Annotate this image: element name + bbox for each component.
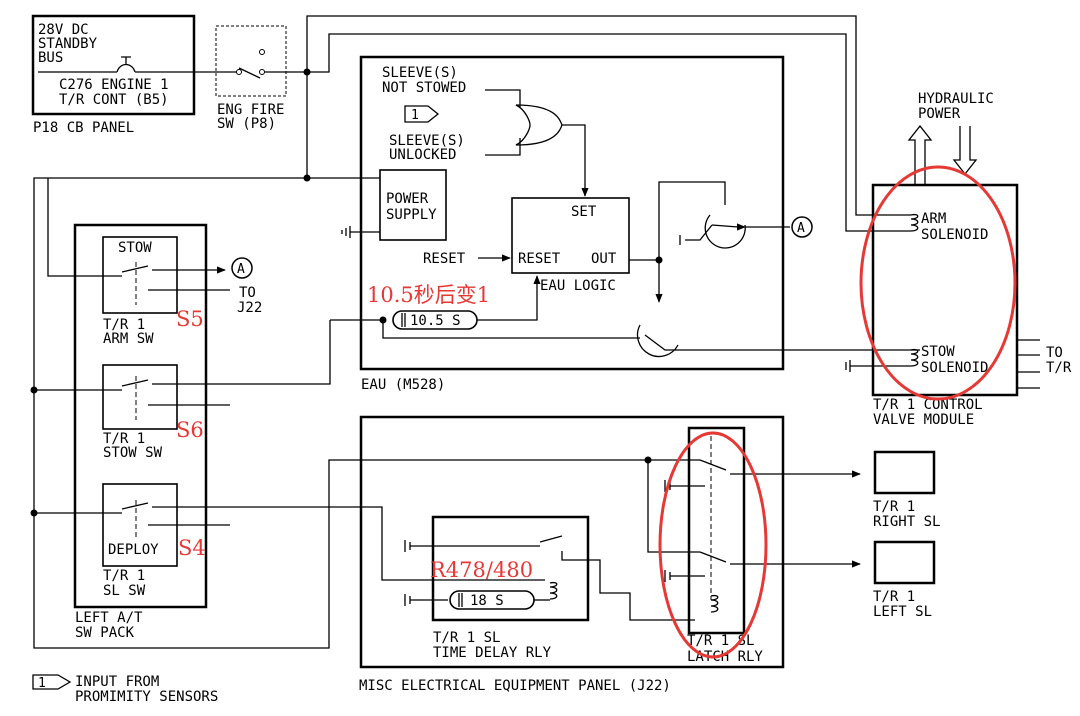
valve-module: ARM SOLENOID STOW SOLENOID T/R 1 CONTROL… (845, 183, 1072, 428)
breaker-label: C276 ENGINE 1 (59, 77, 169, 93)
connector-a-text: A (237, 262, 245, 277)
eau-box: EAU (M528) SLEEVE(S) NOT STOWED SLEEVE(S… (330, 55, 920, 393)
legend-text: PROMIMITY SENSORS (75, 689, 218, 705)
latch-coil-icon (710, 594, 719, 613)
stow-sw-label: T/R 1 (103, 431, 145, 447)
cb-panel-line: BUS (38, 50, 63, 66)
input-marker-icon: 1 (404, 105, 440, 123)
hydraulic-up-arrow-icon (907, 124, 933, 185)
tdr-timer-label: 18 S (470, 593, 504, 609)
timer-105: 10.5 S (392, 310, 478, 330)
power-supply: POWER SUPPLY (341, 169, 447, 241)
legend-marker-text: 1 (38, 676, 46, 691)
arm-solenoid-label: ARM (921, 211, 946, 227)
sw-pack-caption: SW PACK (75, 625, 135, 641)
deploy-label: DEPLOY (108, 542, 159, 558)
connector-a-text: A (797, 221, 805, 236)
stow-solenoid-label: STOW (921, 344, 955, 360)
power-supply-label: POWER (386, 191, 429, 207)
timer-105-label: 10.5 S (410, 313, 461, 329)
arm-solenoid-coil-icon (910, 213, 919, 232)
logic-out-label: OUT (591, 251, 617, 267)
bus-wiring (30, 15, 911, 649)
latch-caption: LATCH RLY (687, 649, 763, 665)
annotation-timer-note: 10.5秒后变1 (367, 283, 490, 307)
cb-panel-line: STANDBY (38, 36, 98, 52)
annotation-s4: S4 (178, 536, 206, 560)
valve-module-caption: T/R 1 CONTROL (873, 397, 983, 413)
legend-marker-icon (32, 674, 72, 690)
hydraulic-down-arrow-icon (952, 126, 978, 176)
sl-switch: DEPLOY T/R 1 SL SW (34, 483, 545, 599)
stow-relay-contact (636, 324, 920, 358)
stow-label: STOW (118, 240, 152, 256)
annotation-s5: S5 (176, 307, 204, 331)
to-j22-label: J22 (237, 300, 262, 316)
stow-switch: T/R 1 STOW SW (34, 320, 331, 461)
left-sl-label: T/R 1 (873, 589, 915, 605)
eau-caption: EAU (M528) (361, 377, 445, 393)
hydraulic-power: HYDRAULIC POWER (907, 91, 994, 185)
connector-a-icon: A (791, 216, 813, 238)
to-j22-label: TO (239, 285, 256, 301)
hydraulic-label: HYDRAULIC (918, 91, 994, 107)
legend: 1 INPUT FROM PROMIMITY SENSORS (32, 674, 218, 705)
hydraulic-label: POWER (918, 106, 961, 122)
eau-logic-block: SET RESET OUT EAU LOGIC (511, 197, 630, 294)
eng-fire-switch: ENG FIRE SW (P8) (182, 25, 307, 132)
tdr-caption: TIME DELAY RLY (433, 645, 552, 661)
stow-solenoid-label: SOLENOID (921, 360, 988, 376)
arm-solenoid-label: SOLENOID (921, 227, 988, 243)
connector-a-icon: A (231, 257, 253, 279)
sleeve-unlocked-label: SLEEVE(S) (389, 133, 465, 149)
cb-panel-caption: P18 CB PANEL (33, 120, 134, 136)
right-sl-label: T/R 1 (873, 499, 915, 515)
arm-relay-contact (679, 214, 746, 249)
sw-pack-caption: LEFT A/T (75, 610, 143, 626)
time-delay-relay: 18 S T/R 1 SL TIME DELAY RLY (404, 515, 695, 661)
sleeve-not-stowed-label: SLEEVE(S) (382, 65, 458, 81)
eng-fire-label: SW (P8) (217, 116, 276, 132)
sleeve-unlocked-label: UNLOCKED (389, 147, 456, 163)
stow-sw-label: STOW SW (103, 445, 163, 461)
right-sl-box: T/R 1 RIGHT SL (873, 450, 940, 530)
input-marker-text: 1 (411, 108, 419, 123)
breaker-label: T/R CONT (B5) (59, 92, 169, 108)
left-sl-label: LEFT SL (873, 604, 932, 620)
arm-sw-label: T/R 1 (103, 317, 145, 333)
logic-name-label: EAU LOGIC (540, 278, 616, 294)
annotation-relay-note: R478/480 (430, 558, 533, 582)
eng-fire-label: ENG FIRE (217, 102, 284, 118)
circuit-breaker-icon (38, 56, 182, 73)
or-gate-icon (515, 104, 563, 146)
stow-solenoid-coil-icon (910, 348, 919, 367)
j22-caption: MISC ELECTRICAL EQUIPMENT PANEL (J22) (359, 678, 671, 694)
to-tr-label: T/R (1046, 360, 1072, 376)
tdr-coil-icon (549, 581, 558, 600)
latch-relay-highlight (658, 431, 768, 659)
sw-pack: LEFT A/T SW PACK STOW T/R 1 ARM SW A TO … (34, 178, 545, 641)
valve-module-highlight (859, 165, 1017, 401)
sl-sw-label: SL SW (103, 583, 146, 599)
logic-set-label: SET (571, 204, 597, 220)
annotation-s6: S6 (176, 418, 204, 442)
valve-module-caption: VALVE MODULE (873, 412, 974, 428)
arm-sw-label: ARM SW (103, 331, 154, 347)
sl-sw-label: T/R 1 (103, 568, 145, 584)
left-sl-box: T/R 1 LEFT SL (873, 540, 936, 620)
right-sl-label: RIGHT SL (873, 514, 940, 530)
tdr-caption: T/R 1 SL (433, 630, 500, 646)
cb-panel: 28V DC STANDBY BUS C276 ENGINE 1 T/R CON… (31, 14, 196, 136)
reset-input-label: RESET (423, 251, 466, 267)
logic-reset-label: RESET (518, 251, 561, 267)
cb-panel-line: 28V DC (38, 22, 89, 38)
to-tr-label: TO (1046, 345, 1063, 361)
annotations: S5 S6 S4 10.5秒后变1 R478/480 (176, 165, 1017, 659)
legend-text: INPUT FROM (75, 674, 159, 690)
sleeve-not-stowed-label: NOT STOWED (382, 80, 466, 96)
arm-switch: STOW T/R 1 ARM SW (47, 178, 230, 347)
power-supply-label: SUPPLY (386, 207, 437, 223)
j22-panel: MISC ELECTRICAL EQUIPMENT PANEL (J22) 18… (359, 415, 940, 694)
